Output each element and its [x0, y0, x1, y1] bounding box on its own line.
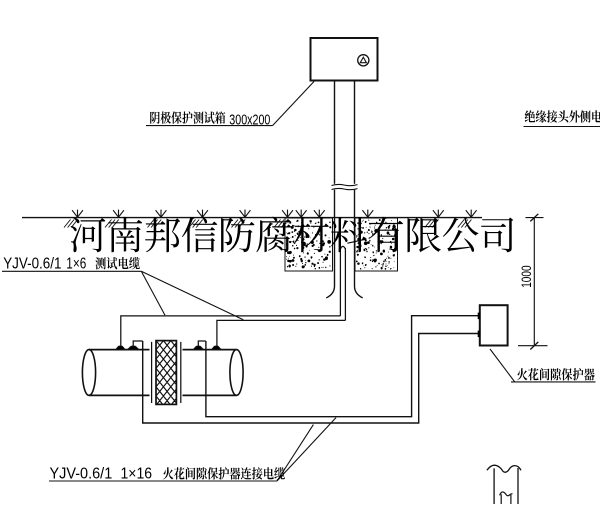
svg-text:1×6: 1×6: [66, 254, 86, 272]
svg-text:1×16: 1×16: [121, 465, 153, 483]
svg-text:YJV-0.6/1: YJV-0.6/1: [3, 255, 61, 272]
svg-text:300x200: 300x200: [229, 110, 270, 127]
svg-text:YJV-0.6/1: YJV-0.6/1: [50, 465, 113, 483]
svg-text:1000: 1000: [519, 265, 535, 288]
